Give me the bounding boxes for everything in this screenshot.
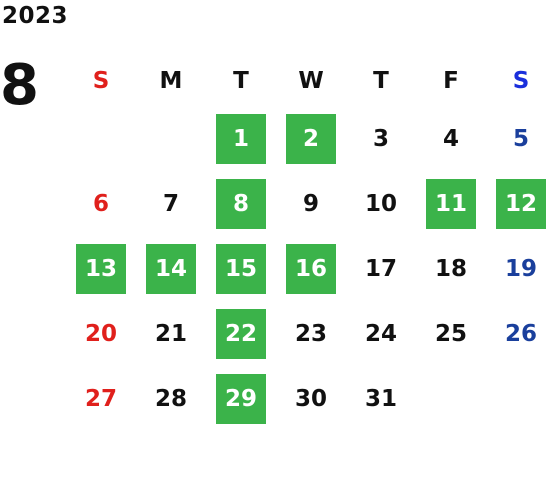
day-number: 21 bbox=[154, 320, 187, 347]
highlighted-day-number: 12 bbox=[496, 178, 546, 229]
weekday-saturday: S bbox=[512, 68, 530, 94]
weekday-wednesday: W bbox=[298, 68, 324, 94]
day-cell: 10 bbox=[346, 171, 416, 236]
highlighted-day-number: 14 bbox=[146, 243, 196, 294]
highlighted-day-number: 22 bbox=[216, 308, 266, 359]
highlighted-day-number: 11 bbox=[426, 178, 476, 229]
day-cell: 1 bbox=[206, 106, 276, 171]
day-cell: 4 bbox=[416, 106, 486, 171]
weekday-tuesday: T bbox=[233, 68, 249, 94]
day-number: 30 bbox=[294, 385, 327, 412]
highlighted-day-number: 29 bbox=[216, 373, 266, 424]
day-cell: 30 bbox=[276, 366, 346, 431]
day-cell: 29 bbox=[206, 366, 276, 431]
day-cell: 19 bbox=[486, 236, 548, 301]
day-cell bbox=[66, 106, 136, 171]
day-cell: 15 bbox=[206, 236, 276, 301]
month-number: 8 bbox=[0, 53, 39, 118]
day-number: 18 bbox=[434, 255, 467, 282]
day-number: 10 bbox=[364, 190, 397, 217]
day-number bbox=[426, 374, 476, 424]
day-cell: 14 bbox=[136, 236, 206, 301]
day-cell: 25 bbox=[416, 301, 486, 366]
day-number: 4 bbox=[442, 125, 459, 152]
week-row: 6 7 8 9 10 11 12 bbox=[66, 171, 548, 236]
day-cell: 16 bbox=[276, 236, 346, 301]
day-cell: 23 bbox=[276, 301, 346, 366]
day-number bbox=[496, 374, 546, 424]
highlighted-day-number: 8 bbox=[216, 178, 266, 229]
day-cell: 21 bbox=[136, 301, 206, 366]
highlighted-day-number: 16 bbox=[286, 243, 336, 294]
day-number: 17 bbox=[364, 255, 397, 282]
day-cell: 12 bbox=[486, 171, 548, 236]
week-row: 20 21 22 23 24 25 26 bbox=[66, 301, 548, 366]
day-number: 26 bbox=[504, 320, 537, 347]
day-number: 24 bbox=[364, 320, 397, 347]
year-label: 2023 bbox=[2, 3, 69, 29]
day-cell: 5 bbox=[486, 106, 548, 171]
day-cell: 6 bbox=[66, 171, 136, 236]
day-number: 27 bbox=[84, 385, 117, 412]
day-number: 9 bbox=[302, 190, 319, 217]
day-cell: 24 bbox=[346, 301, 416, 366]
day-cell bbox=[136, 106, 206, 171]
day-cell: 26 bbox=[486, 301, 548, 366]
week-row: 27 28 29 30 31 bbox=[66, 366, 548, 431]
day-cell: 8 bbox=[206, 171, 276, 236]
day-number: 28 bbox=[154, 385, 187, 412]
day-cell: 11 bbox=[416, 171, 486, 236]
weekday-monday: M bbox=[159, 68, 183, 94]
day-cell: 18 bbox=[416, 236, 486, 301]
highlighted-day-number: 1 bbox=[216, 113, 266, 164]
day-number: 7 bbox=[162, 190, 179, 217]
day-number: 23 bbox=[294, 320, 327, 347]
day-cell: 20 bbox=[66, 301, 136, 366]
day-cell: 31 bbox=[346, 366, 416, 431]
day-cell: 3 bbox=[346, 106, 416, 171]
day-cell: 9 bbox=[276, 171, 346, 236]
day-cell: 7 bbox=[136, 171, 206, 236]
weekday-thursday: T bbox=[373, 68, 389, 94]
highlighted-day-number: 2 bbox=[286, 113, 336, 164]
weekday-sunday: S bbox=[92, 68, 110, 94]
day-number bbox=[146, 114, 196, 164]
weekday-friday: F bbox=[443, 68, 459, 94]
day-cell: 22 bbox=[206, 301, 276, 366]
day-number: 19 bbox=[504, 255, 537, 282]
day-cell: 13 bbox=[66, 236, 136, 301]
day-number: 5 bbox=[512, 125, 529, 152]
day-number: 6 bbox=[92, 190, 109, 217]
week-row: 13 14 15 16 17 18 19 bbox=[66, 236, 548, 301]
weekday-header: S M T W T F S bbox=[66, 56, 548, 106]
day-number: 25 bbox=[434, 320, 467, 347]
day-number: 31 bbox=[364, 385, 397, 412]
day-cell: 17 bbox=[346, 236, 416, 301]
day-number: 20 bbox=[84, 320, 117, 347]
day-cell bbox=[416, 366, 486, 431]
day-number bbox=[76, 114, 126, 164]
day-cell: 28 bbox=[136, 366, 206, 431]
day-cell bbox=[486, 366, 548, 431]
highlighted-day-number: 15 bbox=[216, 243, 266, 294]
day-cell: 2 bbox=[276, 106, 346, 171]
highlighted-day-number: 13 bbox=[76, 243, 126, 294]
day-cell: 27 bbox=[66, 366, 136, 431]
day-number: 3 bbox=[372, 125, 389, 152]
